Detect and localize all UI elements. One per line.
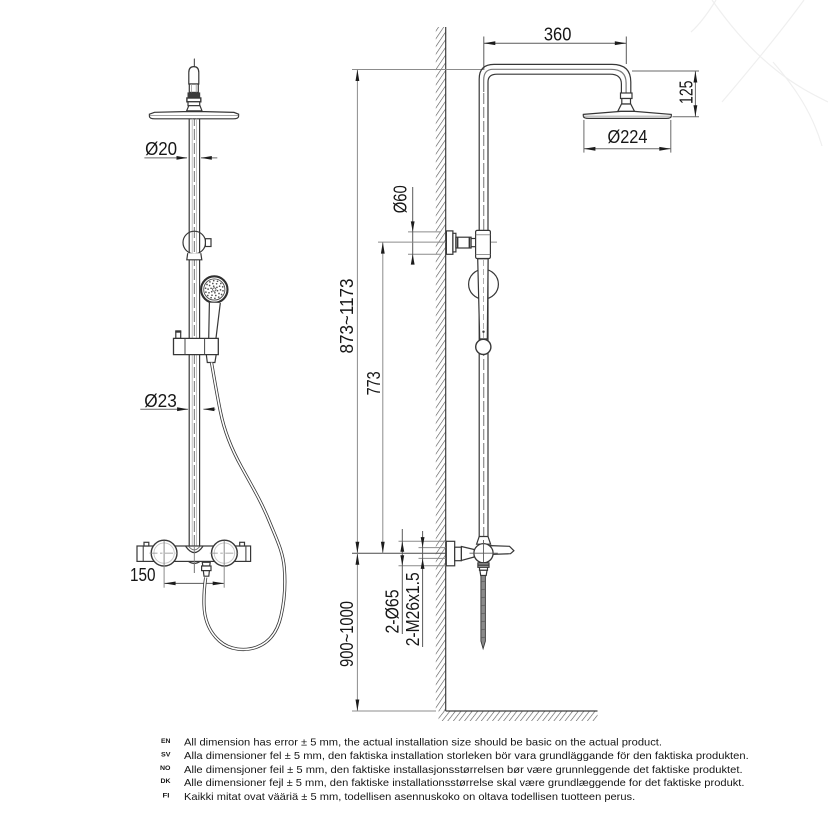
svg-text:150: 150 — [130, 564, 156, 585]
svg-text:SV: SV — [161, 752, 171, 759]
svg-text:2-Ø65: 2-Ø65 — [382, 590, 403, 634]
svg-text:125: 125 — [676, 81, 697, 105]
svg-text:Alle dimensjoner feil ± 5 mm,: Alle dimensjoner feil ± 5 mm, den faktis… — [184, 764, 743, 776]
svg-text:FI: FI — [163, 792, 170, 799]
svg-text:DK: DK — [161, 778, 171, 785]
svg-text:Alle dimensioner fejl ± 5 mm,: Alle dimensioner fejl ± 5 mm, den faktis… — [184, 777, 745, 789]
svg-text:Ø60: Ø60 — [390, 185, 411, 213]
svg-text:EN: EN — [161, 738, 171, 745]
svg-text:All dimension has error ± 5 mm: All dimension has error ± 5 mm, the actu… — [184, 737, 662, 749]
svg-text:Kaikki mitat ovat vääriä ± 5 m: Kaikki mitat ovat vääriä ± 5 mm, todelli… — [184, 791, 635, 803]
svg-text:Ø23: Ø23 — [144, 390, 177, 411]
svg-text:Alla dimensioner fel ± 5 mm, d: Alla dimensioner fel ± 5 mm, den faktisk… — [184, 750, 749, 762]
svg-text:Ø224: Ø224 — [608, 126, 648, 147]
svg-text:360: 360 — [544, 24, 572, 45]
svg-text:NO: NO — [160, 765, 171, 772]
svg-text:900~1000: 900~1000 — [336, 601, 357, 667]
svg-text:2-M26x1.5: 2-M26x1.5 — [402, 572, 423, 646]
svg-text:773: 773 — [363, 371, 384, 395]
svg-text:Ø20: Ø20 — [145, 138, 177, 159]
svg-text:873~1173: 873~1173 — [336, 279, 357, 354]
